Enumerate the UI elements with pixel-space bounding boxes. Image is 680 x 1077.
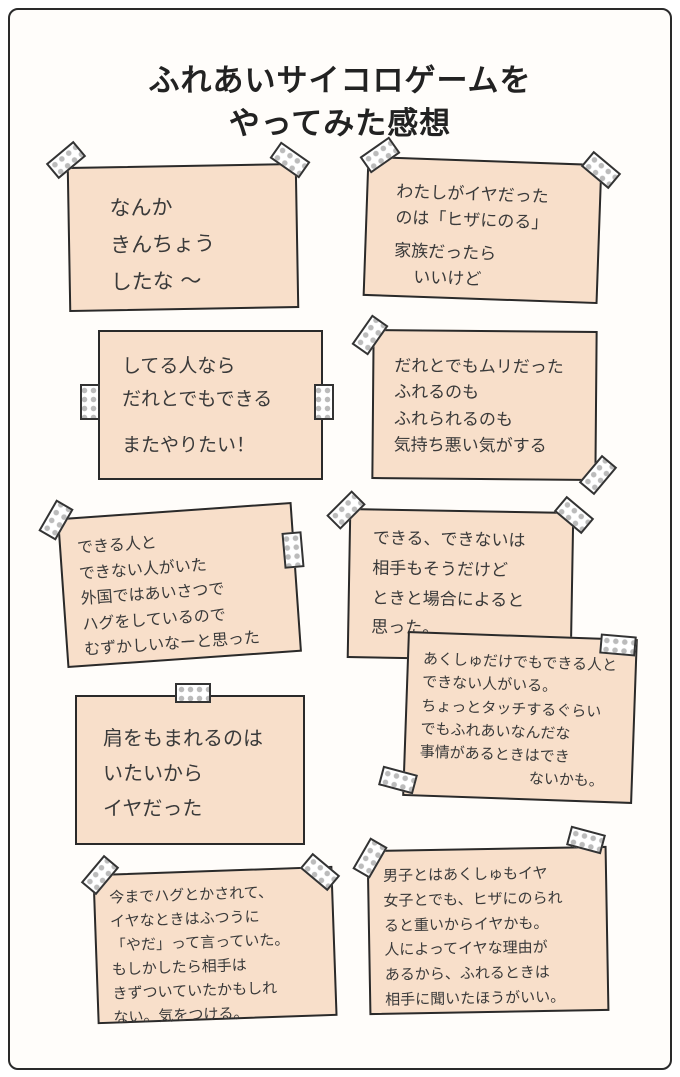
note-line: 気持ち悪い気がする	[393, 435, 547, 457]
title-line-1: ふれあいサイコロゲームを	[148, 63, 532, 99]
note-line: いいけど	[412, 267, 482, 291]
tape	[80, 384, 100, 420]
note-1: なんか きんちょう したな 〜	[66, 163, 300, 312]
tape	[281, 531, 305, 569]
note-line: だれとでもできる	[122, 388, 273, 411]
note-line: できる、できないは	[372, 528, 526, 552]
note-line: ふれるのも	[394, 382, 480, 404]
note-4: だれとでもムリだった ふれるのも ふれられるのも 気持ち悪い気がする	[371, 329, 598, 481]
note-line: 人によってイヤな理由が	[384, 938, 548, 960]
note-line: イヤだった	[103, 796, 203, 820]
note-line: 女子とでも、ヒザにのられ	[383, 888, 563, 910]
note-line: ときと場合によると	[371, 587, 525, 611]
note-line: いたいから	[103, 761, 203, 785]
tape	[599, 633, 637, 657]
note-3: してる人なら だれとでもできる またやりたい！	[98, 330, 323, 480]
note-line: あるから、ふれるときは	[384, 962, 550, 984]
note-line: だれとでもムリだった	[394, 356, 564, 378]
tape	[175, 683, 211, 703]
note-line: きんちょう	[109, 231, 216, 258]
note-line: 相手もそうだけど	[372, 558, 509, 581]
note-line: したな 〜	[110, 268, 202, 294]
note-line: してる人なら	[122, 355, 236, 377]
note-7: あくしゅだけでもできる人と できない人がいる。 ちょっとタッチするぐらい でもふ…	[402, 631, 638, 804]
note-line: のは「ヒザにのる」	[395, 208, 549, 234]
title-line-2: やってみた感想	[228, 106, 452, 142]
note-line: 相手に聞いたほうがいい。	[385, 987, 566, 1009]
note-line: なんか	[109, 195, 173, 221]
note-line: ると重いからイヤかも。	[383, 913, 549, 935]
note-5: できる人と できない人がいた 外国ではあいさつで ハグをしているので むずかしい…	[57, 501, 302, 669]
note-line: ふれられるのも	[393, 408, 513, 430]
note-line: 肩をもまれるのは	[103, 726, 263, 750]
note-8: 肩をもまれるのは いたいから イヤだった	[75, 695, 305, 845]
note-line: またやりたい！	[122, 433, 256, 456]
note-9: 今までハグとかされて、 イヤなときはふつうに 「やだ」って言っていた。 もしかし…	[92, 865, 338, 1027]
note-line: 男子とはあくしゅもイヤ	[382, 863, 548, 885]
note-2: わたしがイヤだった のは「ヒザにのる」 家族だったら いいけど	[362, 155, 603, 305]
note-10: 男子とはあくしゅもイヤ 女子とでも、ヒザにのられ ると重いからイヤかも。 人によ…	[366, 845, 610, 1016]
tape	[314, 384, 334, 420]
